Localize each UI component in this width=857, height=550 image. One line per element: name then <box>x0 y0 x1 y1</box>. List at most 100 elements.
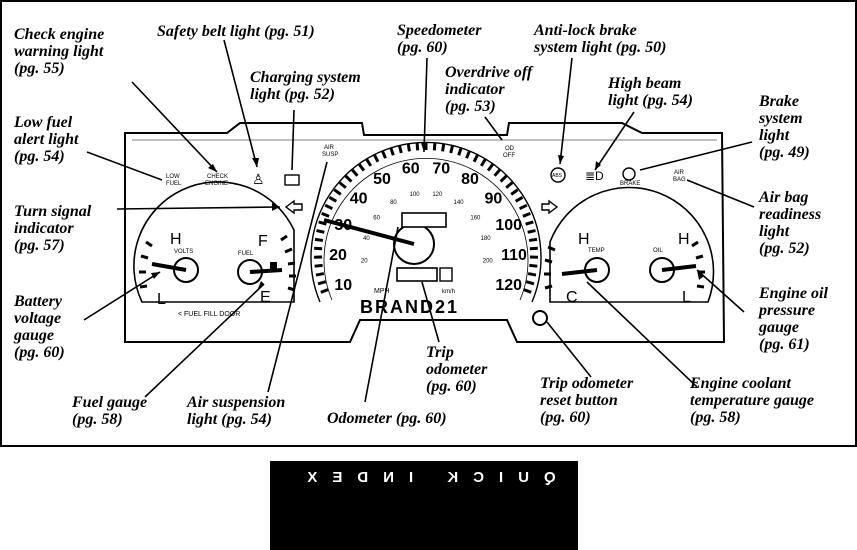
speed-tick <box>344 174 353 183</box>
speed-tick <box>432 142 437 151</box>
oil-label: OIL <box>653 248 663 254</box>
temp-c-label: C <box>566 289 578 306</box>
volts-needle <box>151 262 187 272</box>
speed-tick <box>525 220 534 226</box>
fuel-f-label: F <box>258 233 268 250</box>
airbag-light-label-1: AIR <box>674 170 685 176</box>
speed-mph-label: 90 <box>485 190 503 207</box>
speed-tick <box>320 288 329 294</box>
fuel-door-label: < FUEL FILL DOOR <box>178 311 240 318</box>
speed-tick <box>317 280 327 286</box>
leader-arrowheads <box>151 143 704 291</box>
speed-tick <box>457 147 463 156</box>
battery-icon <box>284 174 300 186</box>
trip-odometer-window <box>396 267 438 282</box>
right-gauge-pod: TEMP OIL H C H L <box>544 186 715 306</box>
volts-label: VOLTS <box>174 249 193 255</box>
speedometer-needle <box>323 218 415 246</box>
speed-kmh-label: 160 <box>470 215 481 221</box>
callout-trip-reset: Trip odometer reset button (pg. 60) <box>540 375 634 426</box>
oil-l-label: L <box>682 289 691 306</box>
callout-check-engine: Check engine warning light (pg. 55) <box>14 26 105 77</box>
speed-tick <box>472 153 480 163</box>
check-engine-light-label-2: ENGINE <box>205 181 228 187</box>
speed-tick <box>441 143 446 152</box>
mph-label: MPH <box>374 288 390 295</box>
fuel-label: FUEL <box>238 251 254 257</box>
volts-l-label: L <box>157 291 166 308</box>
speed-tick <box>397 144 403 154</box>
oil-needle <box>661 264 697 272</box>
temp-label: TEMP <box>588 248 605 254</box>
oil-h-label: H <box>678 231 690 248</box>
leader-lines <box>83 39 755 403</box>
speedometer: 102030405060708090100110120 204060801001… <box>310 141 542 317</box>
speed-tick <box>505 181 514 189</box>
speed-tick <box>415 142 420 151</box>
quick-index-tab[interactable]: QUICK INDEX <box>270 461 578 550</box>
callout-speedometer: Speedometer (pg. 60) <box>397 22 482 56</box>
speed-mph-label: 20 <box>329 247 347 264</box>
left-turn-arrow-icon <box>284 199 303 215</box>
seatbelt-icon: ♙ <box>252 171 265 187</box>
speed-tick <box>406 143 411 152</box>
kmh-label: km/h <box>442 289 455 295</box>
brake-icon <box>622 167 636 181</box>
callout-battery: Battery voltage gauge (pg. 60) <box>14 293 65 361</box>
callout-engine-oil: Engine oil pressure gauge (pg. 61) <box>759 285 828 353</box>
speed-tick <box>357 163 366 172</box>
fuel-pump-icon <box>270 262 277 272</box>
callout-antilock: Anti-lock brake system light (pg. 50) <box>534 22 667 56</box>
trip-reset-button[interactable] <box>532 310 548 326</box>
speed-tick <box>333 188 342 196</box>
speed-mph-label: 110 <box>501 247 527 264</box>
callout-safety-belt: Safety belt light (pg. 51) <box>157 23 315 40</box>
airbag-light-label-2: BAG <box>673 177 686 183</box>
temp-h-label: H <box>578 231 590 248</box>
speed-tick <box>493 168 501 177</box>
speed-tick <box>510 188 519 196</box>
od-off-label-1: OD <box>505 146 515 152</box>
speed-tick <box>523 288 532 294</box>
speed-kmh-label: 80 <box>390 200 397 206</box>
volts-h-label: H <box>170 231 182 248</box>
speed-tick <box>529 263 538 268</box>
diagram-frame: VOLTS FUEL H L F E < FUEL FILL DOOR TEMP… <box>0 0 857 447</box>
speed-mph-label: 60 <box>402 160 420 177</box>
speed-tick <box>365 158 373 167</box>
low-fuel-light-label-2: FUEL <box>166 181 182 187</box>
speed-mph-label: 50 <box>373 171 391 188</box>
callout-air-bag: Air bag readiness light (pg. 52) <box>759 189 822 257</box>
brand-label: BRAND21 <box>360 297 459 317</box>
speed-mph-label: 80 <box>461 171 479 188</box>
callout-charging: Charging system light (pg. 52) <box>250 69 361 103</box>
speed-tick <box>528 237 538 242</box>
speed-mph-label: 10 <box>334 277 352 294</box>
speed-kmh-label: 200 <box>483 258 494 264</box>
instrument-cluster-diagram: VOLTS FUEL H L F E < FUEL FILL DOOR TEMP… <box>83 39 755 403</box>
callout-air-suspension: Air suspension light (pg. 54) <box>187 394 286 428</box>
speed-tick <box>514 196 524 203</box>
callout-trip-odometer: Trip odometer (pg. 60) <box>426 344 488 395</box>
speed-tick <box>372 153 380 163</box>
speed-tick <box>314 263 323 268</box>
odometer-window <box>401 212 447 228</box>
speed-tick <box>321 212 330 218</box>
speed-tick <box>449 144 455 154</box>
temp-needle <box>561 268 598 276</box>
speed-tick <box>381 150 387 159</box>
fuel-needle <box>249 268 283 274</box>
speed-tick <box>525 280 535 286</box>
fuel-e-label: E <box>260 289 271 306</box>
low-fuel-light-label-1: LOW <box>166 174 180 180</box>
speed-tick <box>338 181 347 189</box>
speed-tick <box>318 220 327 226</box>
speed-tick <box>486 163 495 172</box>
speed-mph-label: 120 <box>495 277 522 294</box>
callout-turn-signal: Turn signal indicator (pg. 57) <box>14 203 92 254</box>
speed-tick <box>522 212 531 218</box>
high-beam-icon: ≣D <box>585 169 604 183</box>
abs-icon <box>550 167 566 183</box>
speed-kmh-label: 140 <box>454 200 465 206</box>
speed-tick <box>328 196 338 203</box>
